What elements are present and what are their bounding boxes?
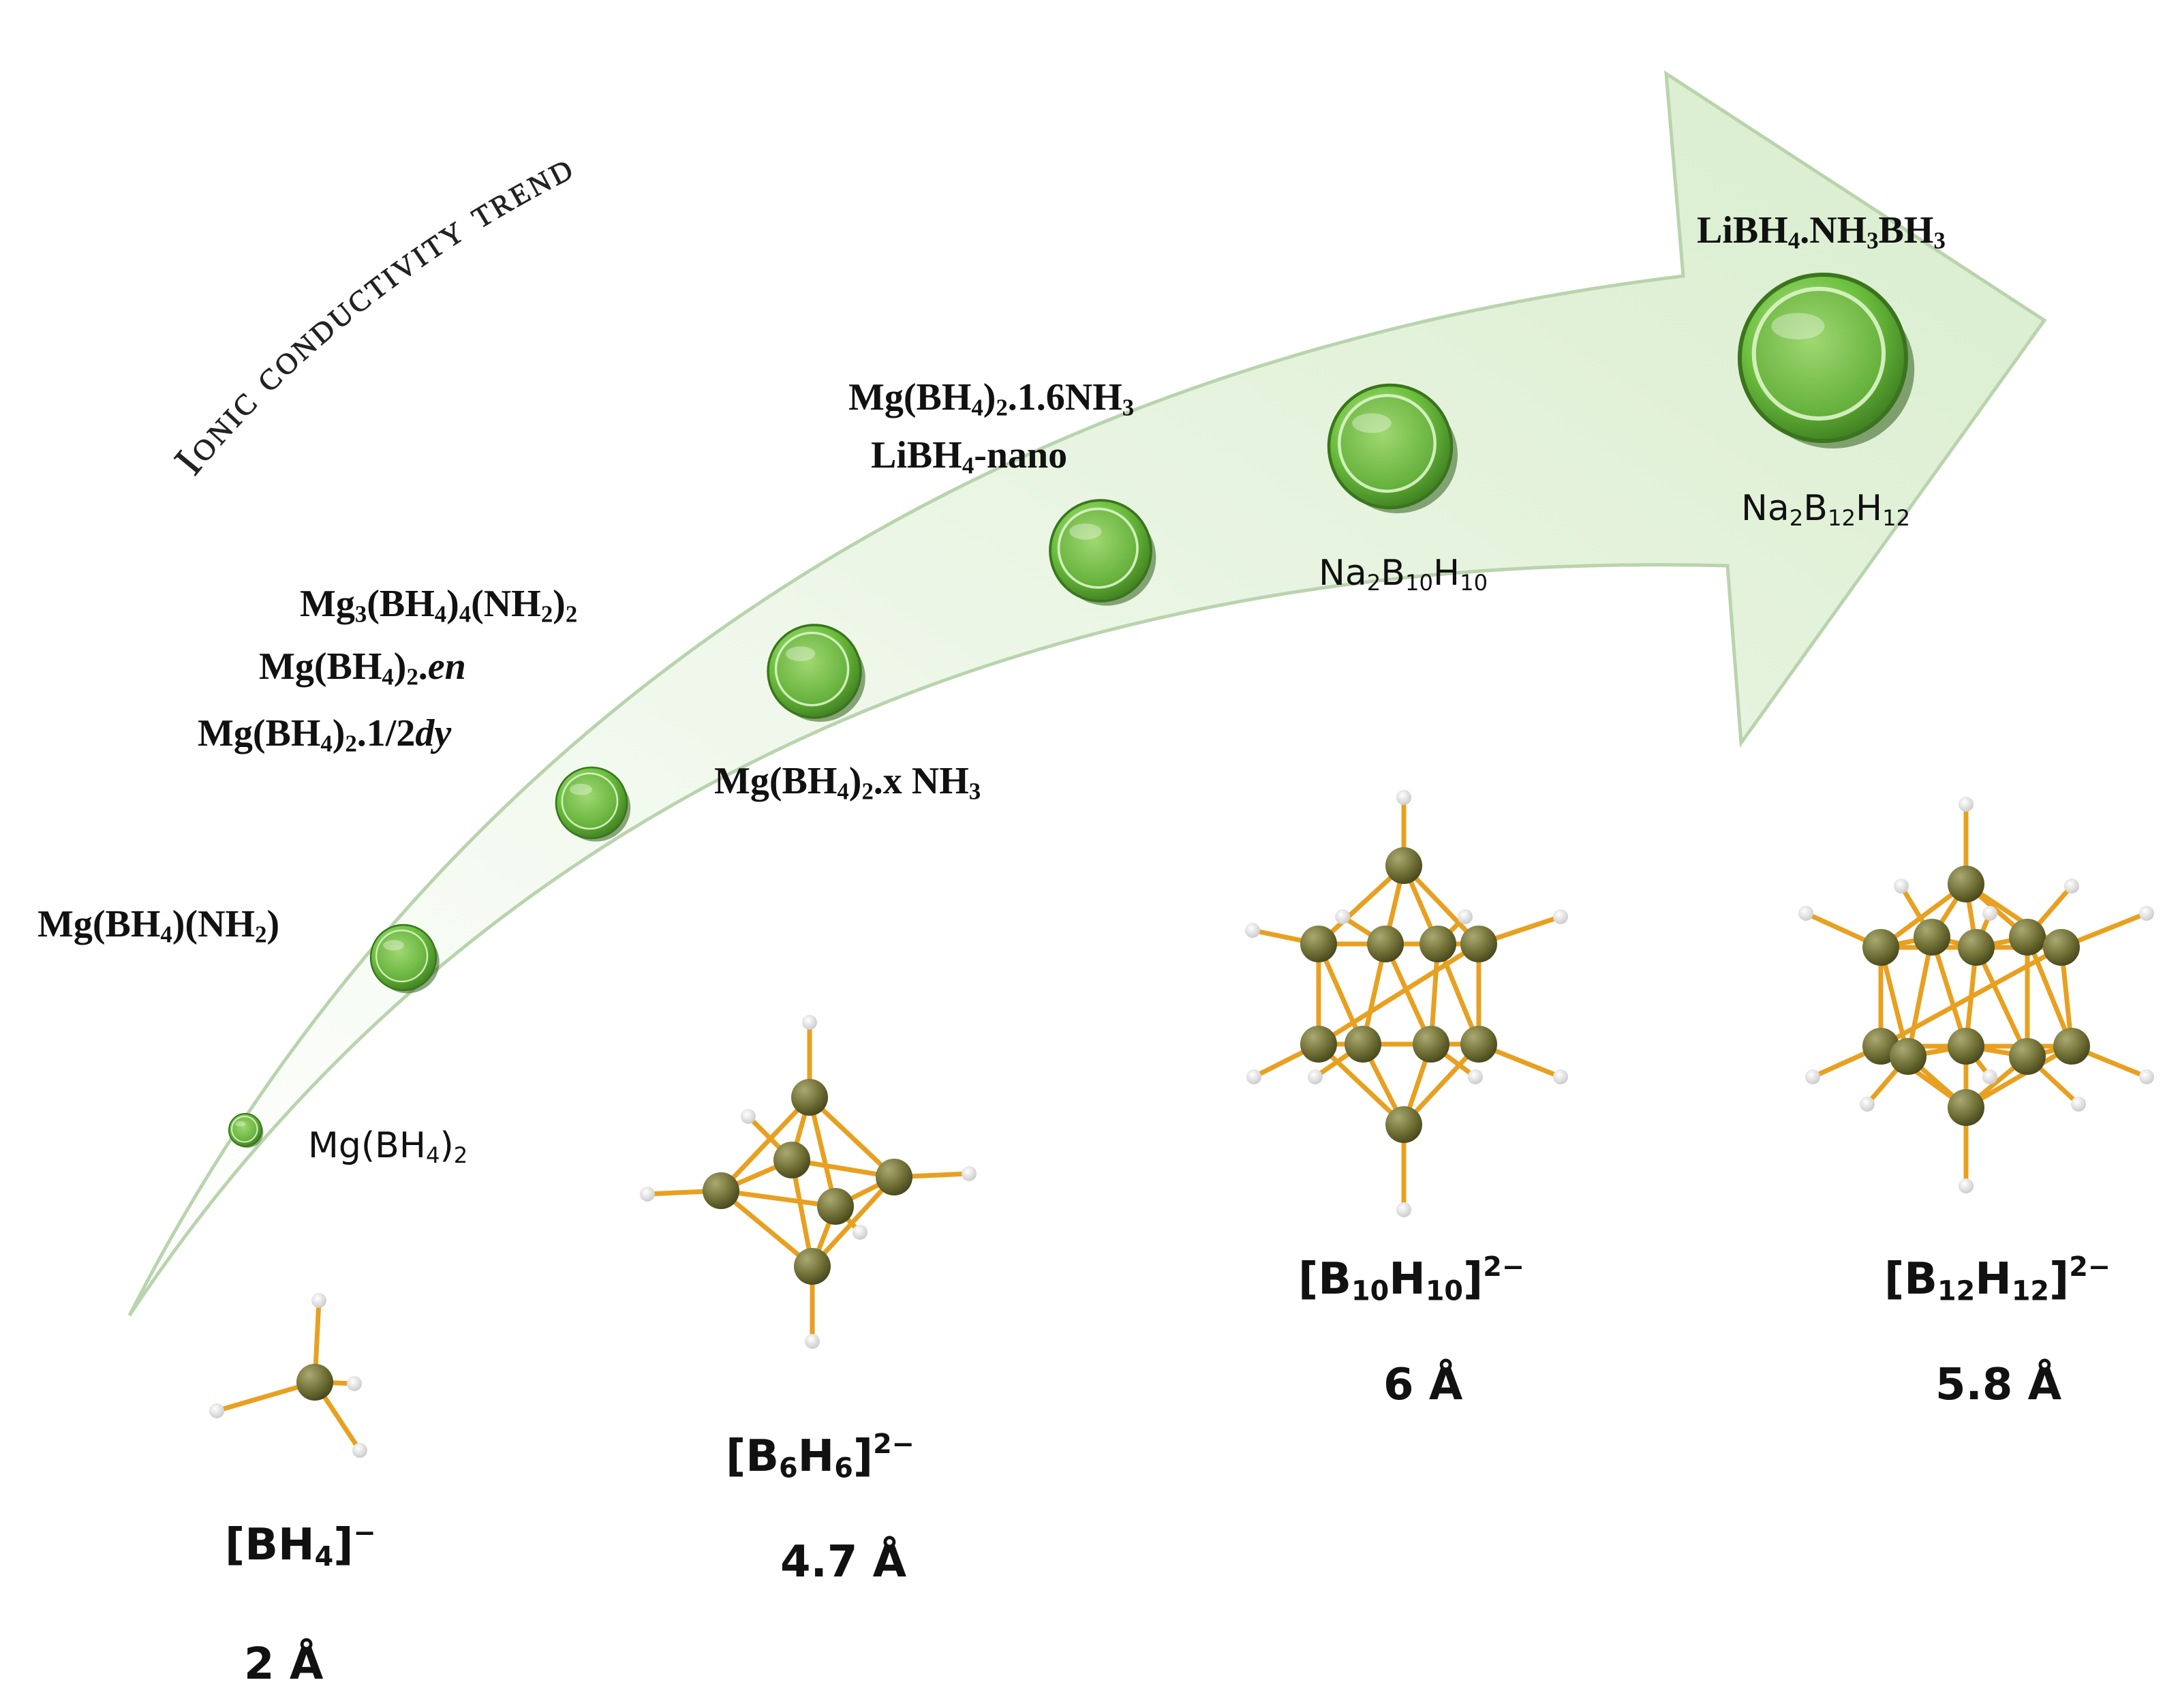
conductivity-sphere bbox=[1049, 499, 1156, 606]
hydrogen-atom bbox=[805, 1334, 820, 1349]
boron-atom bbox=[1345, 1026, 1381, 1063]
conductivity-sphere bbox=[369, 924, 440, 994]
boron-atom bbox=[1413, 1026, 1449, 1063]
label-mg-bh4-nh2: Mg(BH4)(NH2) bbox=[37, 903, 280, 948]
anion-size-bh4: 2 Å bbox=[244, 1639, 324, 1690]
boron-atom bbox=[1460, 926, 1497, 962]
hydrogen-atom bbox=[802, 1015, 817, 1030]
boron-atom bbox=[794, 1248, 831, 1285]
anion-size-b12h12: 5.8 Å bbox=[1935, 1360, 2062, 1410]
hydrogen-atom bbox=[1396, 1202, 1411, 1217]
hydrogen-atom bbox=[853, 1225, 867, 1240]
hydrogen-atom bbox=[209, 1403, 224, 1418]
trend-arrow bbox=[127, 70, 2047, 1317]
label-mg-bh4-2: Mg(BH4)2 bbox=[308, 1125, 468, 1169]
hydrogen-atom bbox=[1982, 1069, 1997, 1084]
conductivity-sphere bbox=[228, 1113, 264, 1148]
boron-atom bbox=[1958, 929, 1995, 966]
boron-atom bbox=[876, 1159, 912, 1195]
boron-atom bbox=[817, 1188, 854, 1225]
label-mg3-bh4-4-nh2-2: Mg3(BH4)4(NH2)2 bbox=[300, 583, 578, 628]
label-mg-bh4-2-16nh3: Mg(BH4)2.1.6NH3 bbox=[848, 376, 1135, 421]
hydrogen-atom bbox=[1308, 1069, 1323, 1084]
b12h12-molecule bbox=[1798, 797, 2154, 1193]
boron-atom bbox=[2009, 919, 2046, 956]
hydrogen-atom bbox=[352, 1443, 367, 1458]
conductivity-sphere bbox=[767, 624, 865, 722]
conductivity-sphere bbox=[1327, 383, 1458, 514]
hydrogen-atom bbox=[1553, 1069, 1568, 1084]
hydrogen-atom bbox=[1805, 1069, 1820, 1084]
hydrogen-atom bbox=[962, 1166, 977, 1181]
trend-title: Ionic conductivity trend bbox=[166, 142, 581, 483]
label-na2b12h12: Na2B12H12 bbox=[1741, 488, 1911, 532]
boron-atom bbox=[1890, 1038, 1926, 1075]
label-libh4-nh3bh3: LiBH4.NH3BH3 bbox=[1697, 209, 1946, 254]
boron-atom bbox=[1862, 929, 1899, 966]
anion-size-b10h10: 6 Å bbox=[1383, 1360, 1463, 1410]
conductivity-spheres bbox=[228, 272, 1915, 1148]
hydrogen-atom bbox=[1982, 906, 1997, 921]
boron-atom bbox=[1367, 926, 1404, 962]
hydrogen-atom bbox=[1959, 797, 1974, 812]
anion-size-b6h6: 4.7 Å bbox=[780, 1537, 907, 1587]
boron-atom bbox=[1948, 1028, 1984, 1065]
boron-atom bbox=[296, 1364, 333, 1401]
hydrogen-atom bbox=[1396, 790, 1411, 805]
boron-atom bbox=[1385, 1106, 1422, 1143]
hydrogen-atom bbox=[1468, 1069, 1483, 1084]
boron-atom bbox=[1948, 1089, 1984, 1126]
boron-atom bbox=[2043, 929, 2080, 966]
hydrogen-atom bbox=[2071, 1097, 2086, 1112]
boron-atom bbox=[791, 1079, 828, 1116]
label-na2b10h10: Na2B10H10 bbox=[1319, 553, 1488, 596]
label-mg-bh4-2-xnh3: Mg(BH4)2.x NH3 bbox=[714, 760, 981, 805]
hydrogen-atom bbox=[2064, 879, 2079, 894]
hydrogen-atom bbox=[1245, 923, 1260, 938]
boron-atom bbox=[773, 1142, 810, 1178]
label-mg-bh4-2-en: Mg(BH4)2.en bbox=[259, 645, 466, 690]
anion-formula-b6h6: [B6H6]2− bbox=[726, 1429, 915, 1484]
boron-atom bbox=[1300, 926, 1337, 962]
hydrogen-atom bbox=[1458, 909, 1473, 924]
hydrogen-atom bbox=[1798, 906, 1813, 921]
boron-atom bbox=[1300, 1026, 1337, 1063]
label-mg-bh4-2-dy: Mg(BH4)2.1/2dy bbox=[198, 712, 452, 757]
conductivity-sphere bbox=[1737, 272, 1915, 448]
hydrogen-atom bbox=[1959, 1178, 1974, 1193]
b10h10-molecule bbox=[1245, 790, 1568, 1217]
boron-atom bbox=[1419, 926, 1456, 962]
hydrogen-atom bbox=[1894, 879, 1909, 894]
hydrogen-atom bbox=[2139, 1069, 2154, 1084]
b6h6-molecule bbox=[640, 1015, 977, 1349]
anion-formula-b10h10: [B10H10]2− bbox=[1298, 1251, 1525, 1307]
boron-atom bbox=[1914, 919, 1950, 956]
boron-atom bbox=[703, 1172, 739, 1209]
bh4-molecule bbox=[209, 1293, 367, 1458]
hydrogen-atom bbox=[1246, 1069, 1261, 1084]
label-libh4-nano: LiBH4-nano bbox=[871, 434, 1068, 479]
hydrogen-atom bbox=[1553, 909, 1568, 924]
conductivity-sphere bbox=[555, 766, 631, 842]
boron-atom bbox=[1385, 847, 1422, 884]
anion-formula-bh4: [BH4]− bbox=[225, 1517, 376, 1573]
boron-atom bbox=[2053, 1028, 2090, 1065]
boron-atom bbox=[2009, 1038, 2046, 1075]
boron-atom bbox=[1460, 1026, 1497, 1063]
anion-formula-b12h12: [B12H12]2− bbox=[1884, 1251, 2111, 1307]
hydrogen-atom bbox=[640, 1187, 655, 1202]
boron-atom bbox=[1948, 866, 1984, 902]
hydrogen-atom bbox=[2139, 906, 2154, 921]
hydrogen-atom bbox=[347, 1376, 362, 1391]
hydrogen-atom bbox=[741, 1109, 756, 1124]
hydrogen-atom bbox=[1860, 1097, 1875, 1112]
hydrogen-atom bbox=[311, 1293, 326, 1308]
hydrogen-atom bbox=[1335, 909, 1350, 924]
